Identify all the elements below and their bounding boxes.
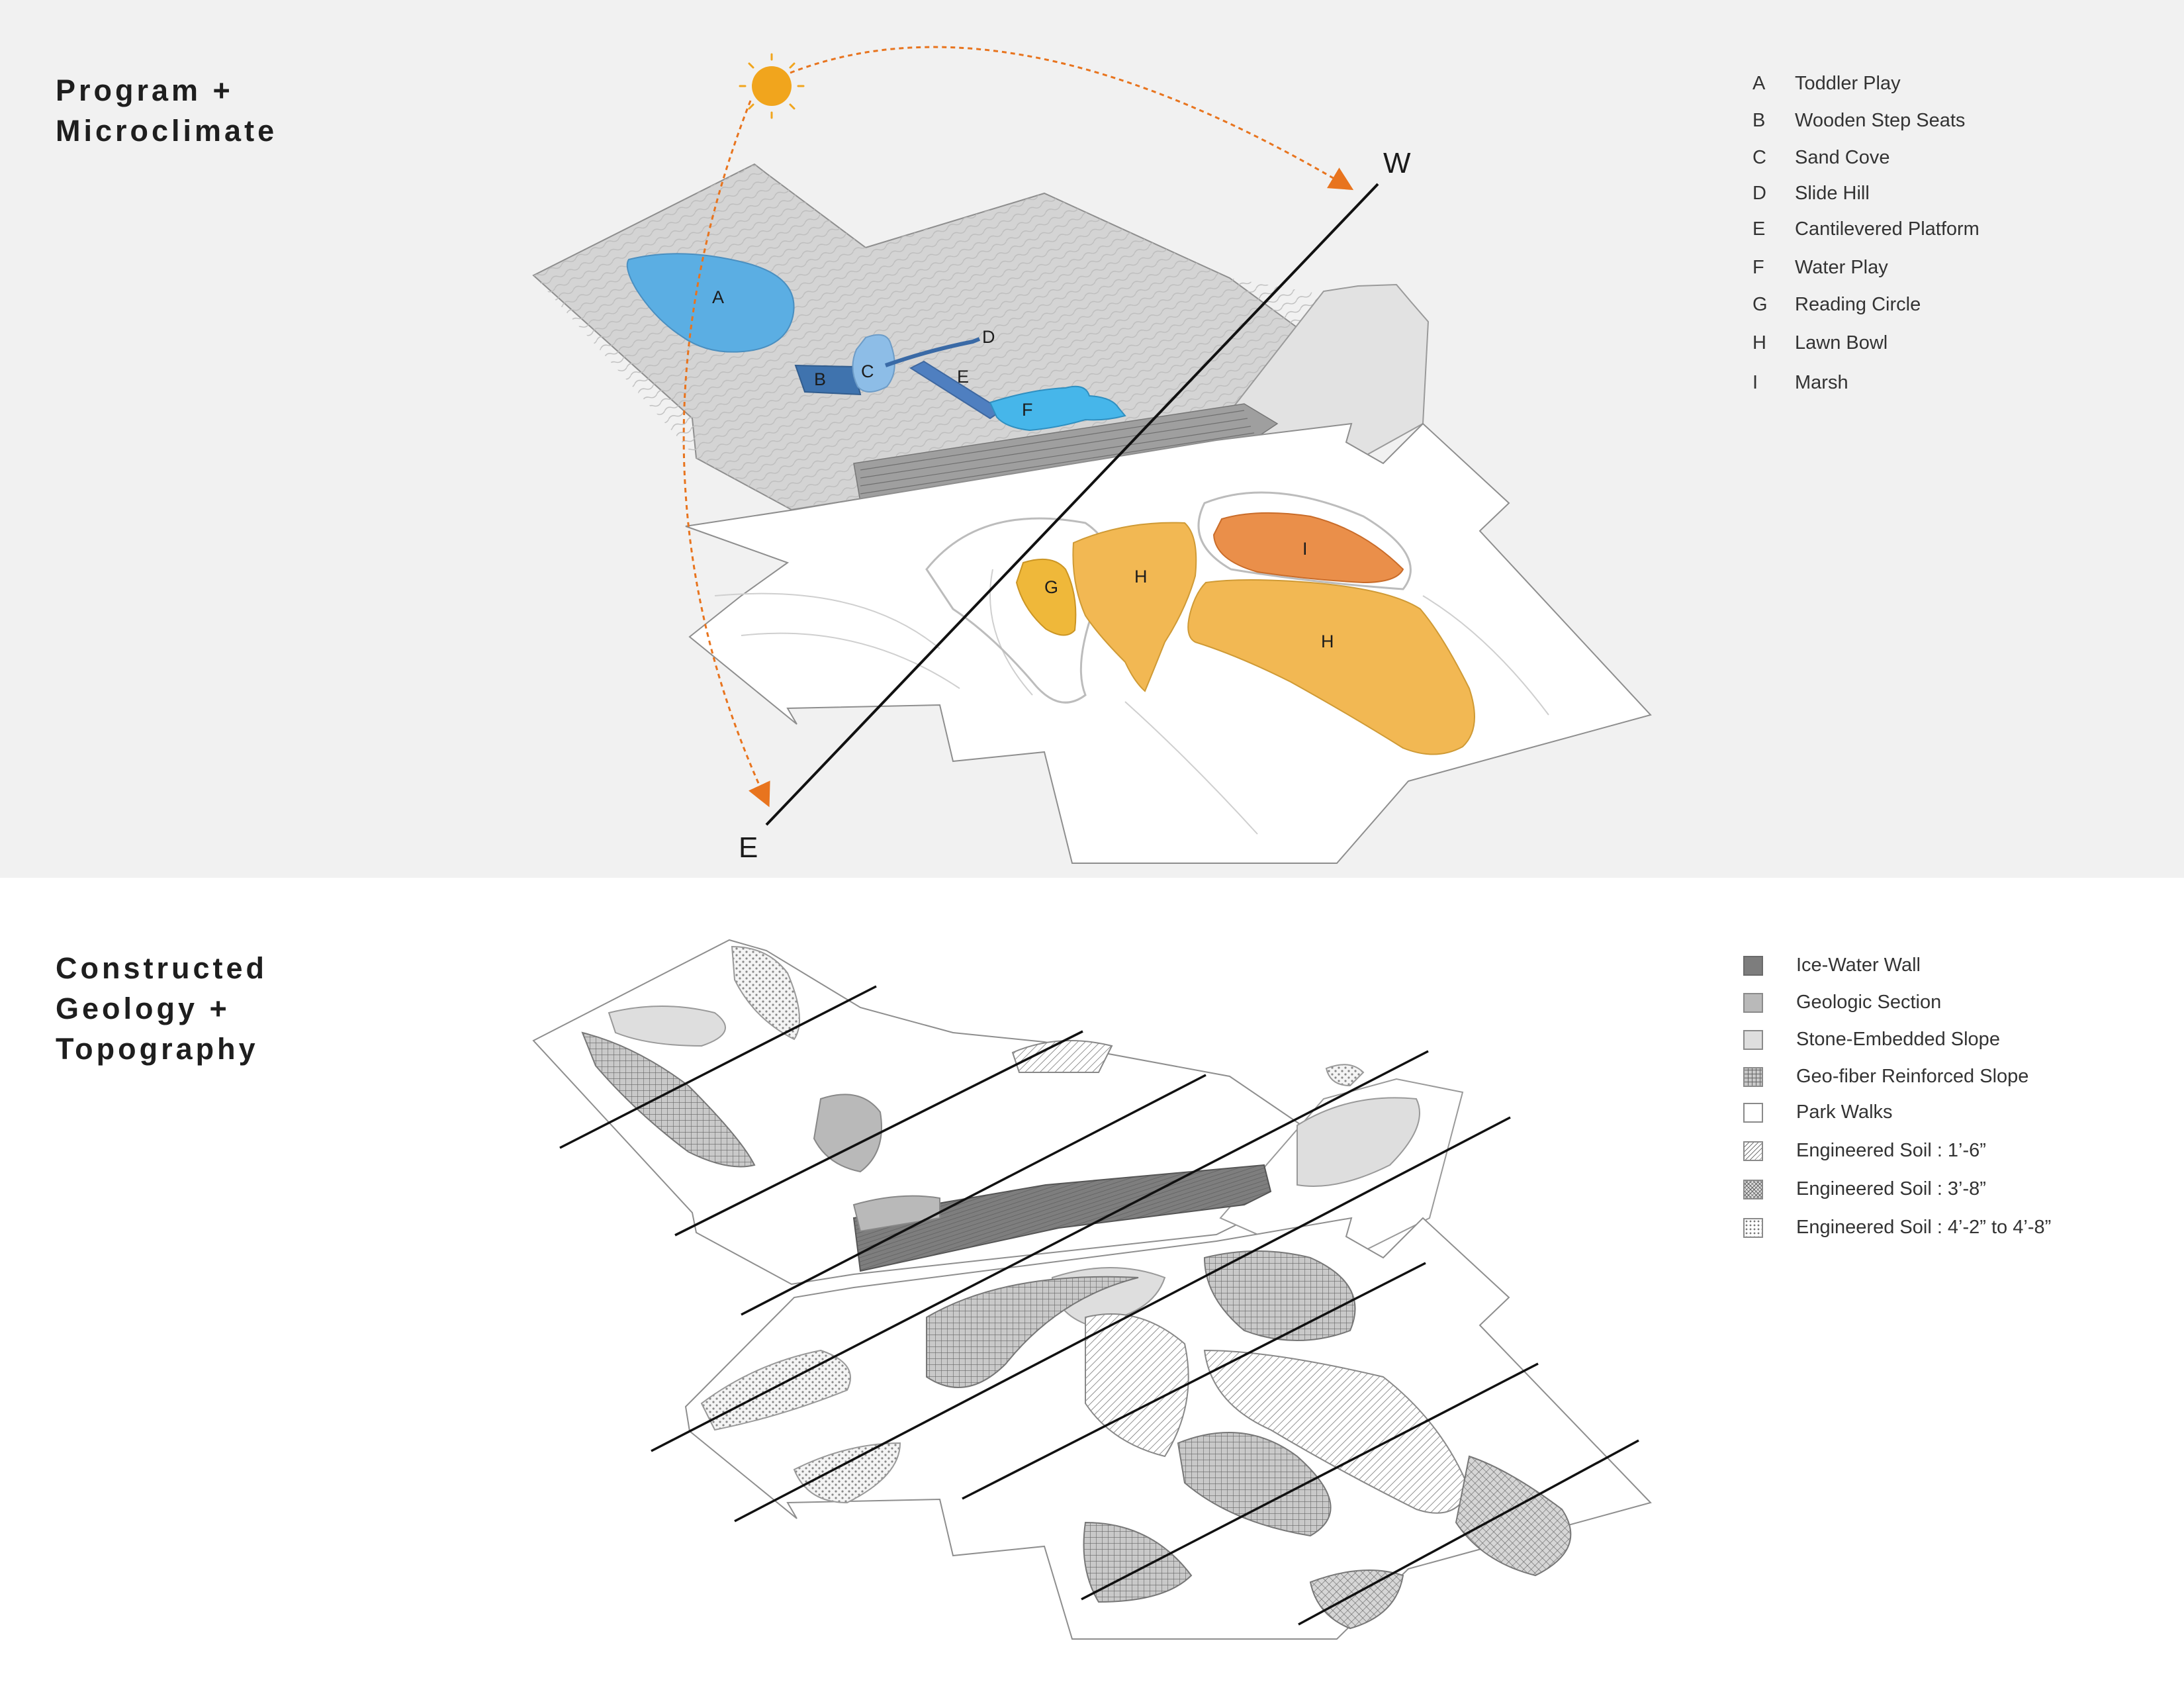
- engineered-soil-3-area-1: [731, 945, 800, 1041]
- slide-hill-chute: [884, 337, 981, 367]
- reading-circle-zone: [1015, 558, 1077, 636]
- sun-path-west: [790, 46, 1354, 191]
- sun-icon: [739, 53, 805, 119]
- soil-3-swatch: [1743, 1218, 1763, 1238]
- geo-fiber-slope-5: [1083, 1521, 1193, 1603]
- ice-water-wall: [852, 1164, 1272, 1272]
- east-label: E: [739, 831, 758, 864]
- geologic-section-swatch: [1743, 993, 1763, 1013]
- zone-label-e: E: [957, 367, 969, 387]
- lawn-bowl-zone-1: [1072, 522, 1197, 692]
- geo-fiber-slope-4: [1177, 1432, 1332, 1537]
- section-cut-lines: [559, 985, 1639, 1626]
- engineered-soil-1-area-1: [1085, 1313, 1189, 1458]
- engineered-soil-2-area-1: [1455, 1455, 1572, 1577]
- water-play-zone: [989, 385, 1126, 432]
- program-site-plan: A B C D E F G H I H: [532, 163, 1652, 864]
- engineered-soil-3-area-4: [1325, 1064, 1365, 1087]
- zone-label-f: F: [1022, 400, 1033, 420]
- zone-label-a: A: [712, 287, 724, 307]
- lawn-bowl-zone-2: [1187, 579, 1475, 755]
- engineered-soil-1-area-2: [1203, 1349, 1471, 1514]
- sand-cove-zone: [852, 334, 895, 393]
- program-microclimate-title: Program + Microclimate: [56, 73, 278, 148]
- lower-field-contours: [714, 569, 1549, 835]
- park-walks-swatch: [1743, 1103, 1763, 1123]
- zone-label-c: C: [861, 361, 874, 381]
- stone-embedded-slope-2: [1297, 1097, 1420, 1187]
- geo-fiber-slope-1: [581, 1031, 756, 1168]
- marsh-zone: [1212, 512, 1404, 584]
- geo-fiber-slope-2: [926, 1276, 1139, 1388]
- engineered-soil-3-area-3: [793, 1442, 901, 1504]
- stone-embedded-slope-1: [608, 1006, 726, 1047]
- engineered-soil-3-area-2: [700, 1349, 851, 1431]
- zone-label-g: G: [1044, 577, 1058, 597]
- marsh-berm: [1197, 491, 1412, 590]
- soil-2-swatch: [1743, 1180, 1763, 1199]
- east-west-axis: [765, 183, 1379, 826]
- geology-site-plan: [532, 939, 1652, 1640]
- zone-label-h2: H: [1321, 632, 1334, 651]
- engineered-soil-1-area-3: [1011, 1040, 1113, 1073]
- sun-path-east: [682, 100, 770, 808]
- zone-label-h1: H: [1134, 567, 1148, 586]
- zone-label-d: D: [982, 327, 995, 347]
- geologic-section-2: [852, 1195, 940, 1233]
- toddler-play-zone: [626, 253, 795, 353]
- ice-water-wall-swatch: [1743, 956, 1763, 976]
- west-label: W: [1383, 147, 1411, 179]
- geology-legend: Ice-Water Wall Geologic Section Stone-Em…: [1743, 955, 2154, 1246]
- stone-embedded-slope-swatch: [1743, 1030, 1763, 1050]
- zone-label-b: B: [814, 369, 826, 389]
- soil-1-swatch: [1743, 1141, 1763, 1161]
- lawn-bowl-berm: [925, 517, 1111, 704]
- geology-topography-title: Constructed Geology + Topography: [56, 951, 268, 1066]
- geo-fiber-slope-swatch: [1743, 1067, 1763, 1087]
- terraced-steps: [853, 403, 1279, 502]
- lower-field-plate: [685, 422, 1652, 864]
- step-seats-zone: [794, 364, 862, 396]
- engineered-soil-2-area-2: [1309, 1570, 1404, 1630]
- zone-label-i: I: [1302, 539, 1308, 559]
